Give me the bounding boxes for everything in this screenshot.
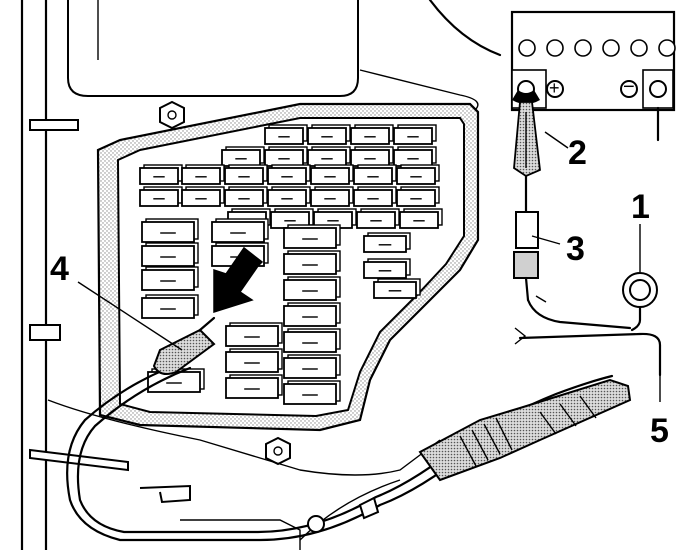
probe-handle <box>418 378 632 482</box>
bolt-top <box>159 100 185 130</box>
test-clamp <box>512 90 541 214</box>
bolt-bottom <box>265 436 291 466</box>
fuse-cover <box>67 0 359 97</box>
callout-3: 3 <box>566 230 585 268</box>
minus-terminal-icon <box>649 80 667 98</box>
test-lamp-led <box>622 272 658 332</box>
probe-tip <box>152 316 216 375</box>
plus-label: + <box>549 78 560 98</box>
callout-5: 5 <box>650 412 669 450</box>
battery <box>510 10 676 142</box>
callout-2: 2 <box>568 134 587 172</box>
arrow-icon <box>213 246 264 314</box>
callout-1: 1 <box>631 188 650 226</box>
minus-label: − <box>623 76 635 98</box>
inline-fuse <box>513 211 539 302</box>
callout-4: 4 <box>50 250 69 288</box>
leader-lines <box>77 131 661 402</box>
